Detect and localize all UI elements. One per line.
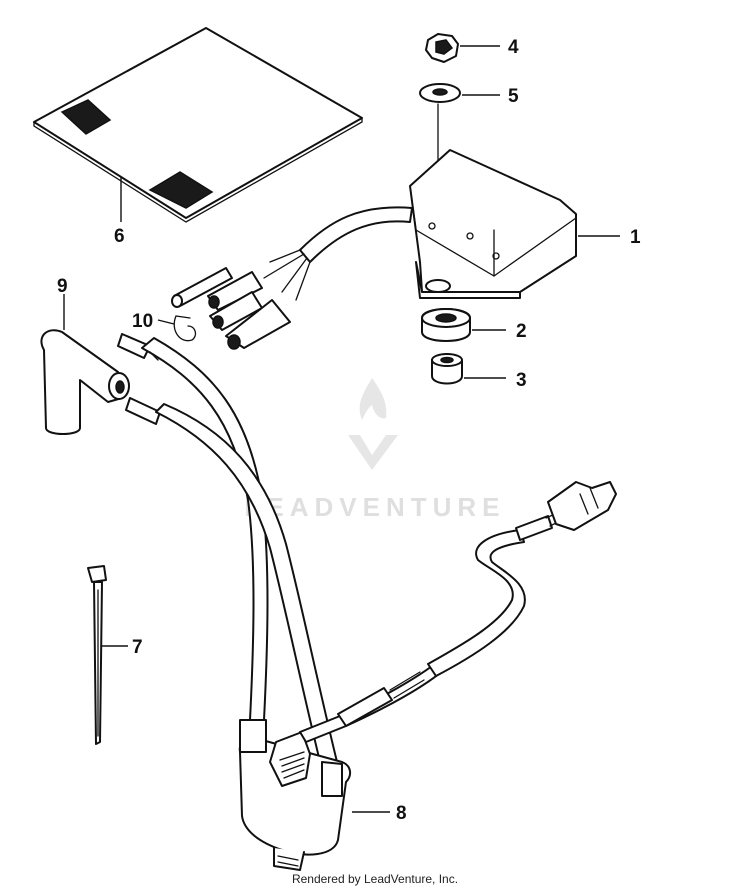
watermark-text: LEADVENTURE <box>244 492 505 522</box>
part-1-cdi-module <box>409 149 577 299</box>
part-2-grommet <box>421 308 471 342</box>
part-6-decal-sheet <box>33 27 363 223</box>
coil-harness <box>299 481 617 743</box>
watermark-v-icon <box>348 435 398 470</box>
watermark-flame-icon <box>359 378 387 420</box>
callout-8: 8 <box>396 803 407 824</box>
part-4-nut <box>425 33 459 63</box>
part-8-ignition-coil <box>238 719 352 871</box>
part-5-washer <box>419 83 461 103</box>
callout-7: 7 <box>132 637 143 658</box>
callout-3: 3 <box>516 370 527 391</box>
part-7-cable-tie <box>87 565 107 745</box>
module-harness <box>171 206 413 350</box>
part-10-clip <box>173 315 197 342</box>
watermark: LEADVENTURE <box>244 378 505 522</box>
callout-4: 4 <box>508 37 519 58</box>
part-9-spark-plug-cap <box>40 329 130 435</box>
callout-5: 5 <box>508 86 519 107</box>
footer-credit: Rendered by LeadVenture, Inc. <box>292 872 458 886</box>
callout-2: 2 <box>516 321 527 342</box>
callout-9: 9 <box>57 276 68 297</box>
callout-1: 1 <box>630 227 641 248</box>
callout-10: 10 <box>132 311 153 332</box>
part-3-collar <box>431 353 463 385</box>
callout-numbers: 1 2 3 4 5 6 7 8 9 10 <box>57 37 641 824</box>
callout-6: 6 <box>114 226 125 247</box>
high-tension-leads <box>117 333 339 771</box>
